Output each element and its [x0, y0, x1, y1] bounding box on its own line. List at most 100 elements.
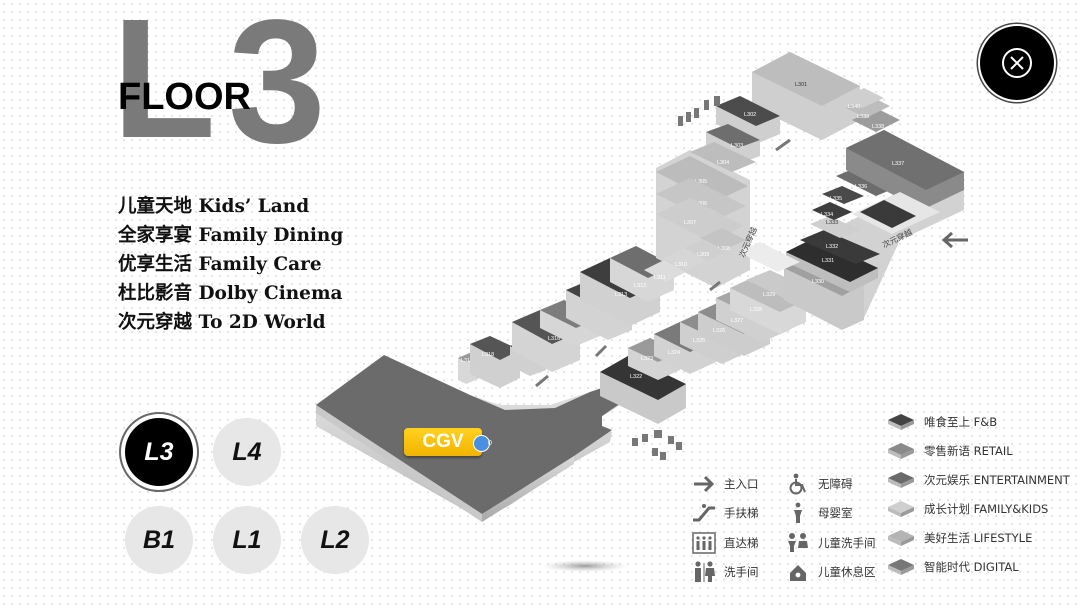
- nursery-icon: [794, 502, 802, 523]
- category-swatch: [888, 414, 914, 430]
- unit-l310[interactable]: L310: [664, 248, 706, 270]
- unit-l322[interactable]: L322: [600, 356, 686, 424]
- svg-text:L335: L335: [830, 196, 842, 202]
- cgv-tag[interactable]: CGV: [404, 428, 482, 456]
- corridor: [738, 192, 940, 272]
- category-legend-label: 美好生活 LIFESTYLE: [924, 531, 1033, 545]
- facility-legend-label: 母婴室: [818, 506, 853, 520]
- svg-text:L334: L334: [821, 212, 833, 218]
- facility-legend-label: 无障碍: [818, 477, 853, 491]
- facility-legend-label: 儿童休息区: [818, 565, 876, 579]
- svg-text:L310: L310: [675, 262, 687, 268]
- svg-text:L313: L313: [615, 292, 627, 298]
- floor-button-l3[interactable]: L3: [125, 418, 193, 486]
- unit-l318[interactable]: L318: [470, 336, 520, 388]
- category-legend-item: 成长计划 FAMILY&KIDS: [886, 498, 1048, 520]
- facility-legend-label: 儿童洗手间: [818, 536, 876, 550]
- floor-button-l1[interactable]: L1: [213, 506, 281, 574]
- facility-legend-item: 儿童洗手间: [786, 532, 876, 554]
- close-icon: [1002, 48, 1032, 78]
- facility-legend-label: 主入口: [724, 477, 759, 491]
- svg-text:L327: L327: [731, 318, 743, 324]
- svg-text:L330: L330: [812, 279, 824, 285]
- map-escalator-icon: [535, 138, 791, 388]
- svg-text:L312: L312: [634, 283, 646, 289]
- location-dot: [473, 435, 490, 452]
- category-legend-label: 零售新语 RETAIL: [924, 444, 1013, 458]
- svg-text:L333: L333: [826, 220, 838, 226]
- svg-text:L303: L303: [731, 143, 743, 149]
- facility-legend-label: 直达梯: [724, 536, 759, 550]
- facility-legend-label: 手扶梯: [724, 506, 759, 520]
- unit-l337[interactable]: L337: [846, 130, 964, 210]
- floor-button-l2[interactable]: L2: [301, 506, 369, 574]
- unit-l304[interactable]: L304: [690, 142, 756, 172]
- elevator-icon: [692, 532, 716, 554]
- theme-item: 儿童天地 Kids’ Land: [118, 196, 310, 217]
- facility-legend-item: 手扶梯: [692, 502, 759, 524]
- unit-l334[interactable]: L334: [812, 202, 852, 220]
- unit-l309[interactable]: L309: [680, 240, 726, 262]
- svg-text:L309: L309: [697, 252, 709, 258]
- category-legend-label: 次元娱乐 ENTERTAINMENT: [924, 473, 1070, 487]
- escalator-icon: [693, 504, 715, 522]
- unit-l308[interactable]: L308: [700, 228, 746, 252]
- floor-button-b1[interactable]: B1: [125, 506, 193, 574]
- unit-l340[interactable]: L340: [842, 88, 884, 110]
- floor-button-l4[interactable]: L4: [213, 418, 281, 486]
- unit-l333[interactable]: L333: [810, 216, 860, 238]
- entrance-arrow-icon: [694, 475, 715, 493]
- svg-text:L338: L338: [872, 124, 884, 130]
- kids-restroom-icon: [788, 533, 808, 552]
- svg-text:L305: L305: [695, 179, 707, 185]
- map-restroom-icon: [678, 96, 720, 126]
- svg-text:L326: L326: [713, 328, 725, 334]
- svg-text:L307: L307: [684, 220, 696, 226]
- svg-text:L337: L337: [892, 161, 904, 167]
- svg-text:L323: L323: [641, 356, 653, 362]
- restroom-icon: [695, 561, 715, 582]
- facility-legend-label: 洗手间: [724, 565, 759, 579]
- facility-legend-item: 主入口: [692, 473, 759, 495]
- unit-l328[interactable]: L328: [730, 276, 806, 334]
- unit-l339[interactable]: L339: [846, 96, 890, 120]
- unit-l332[interactable]: L332: [800, 230, 880, 264]
- svg-text:L308: L308: [718, 246, 730, 252]
- svg-text:L339: L339: [857, 114, 869, 120]
- category-legend-item: 零售新语 RETAIL: [886, 440, 1013, 462]
- category-legend-item: 美好生活 LIFESTYLE: [886, 527, 1032, 549]
- category-legend-label: 智能时代 DIGITAL: [924, 560, 1019, 574]
- close-button[interactable]: [980, 26, 1054, 100]
- category-swatch: [888, 443, 914, 459]
- svg-text:L302: L302: [744, 112, 756, 118]
- unit-l331[interactable]: L331: [786, 238, 878, 292]
- unit-l335[interactable]: L335: [822, 186, 864, 204]
- unit-l305[interactable]: L305: [656, 156, 748, 202]
- svg-text:L328: L328: [750, 307, 762, 313]
- facility-legend-item: 无障碍: [786, 473, 853, 495]
- facility-legend-item: 儿童休息区: [786, 561, 876, 583]
- svg-text:L324: L324: [668, 350, 680, 356]
- theme-item: 次元穿越 To 2D World: [118, 312, 326, 333]
- facility-legend-item: 直达梯: [692, 532, 759, 554]
- category-legend-item: 次元娱乐 ENTERTAINMENT: [886, 469, 1070, 491]
- svg-text:L311: L311: [654, 275, 666, 281]
- svg-text:L329: L329: [763, 292, 775, 298]
- wheelchair-icon: [789, 473, 806, 495]
- map-shadow: [541, 560, 629, 572]
- svg-text:L316: L316: [548, 336, 560, 342]
- category-swatch: [888, 472, 914, 488]
- category-legend-item: 智能时代 DIGITAL: [886, 556, 1019, 578]
- category-legend-label: 唯食至上 F&B: [924, 415, 998, 429]
- svg-text:L301: L301: [795, 82, 807, 88]
- svg-text:L340: L340: [848, 104, 860, 110]
- cgv-unit-suffix: 0: [488, 440, 492, 447]
- theme-item: 杜比影音 Dolby Cinema: [118, 283, 343, 304]
- category-swatch: [888, 559, 914, 575]
- floor-big-letter: L: [112, 0, 216, 174]
- map-entrance-arrow-icon: [941, 231, 968, 249]
- unit-l311[interactable]: L311: [644, 260, 686, 282]
- svg-text:L332: L332: [826, 244, 838, 250]
- theme-item: 优享生活 Family Care: [118, 254, 322, 275]
